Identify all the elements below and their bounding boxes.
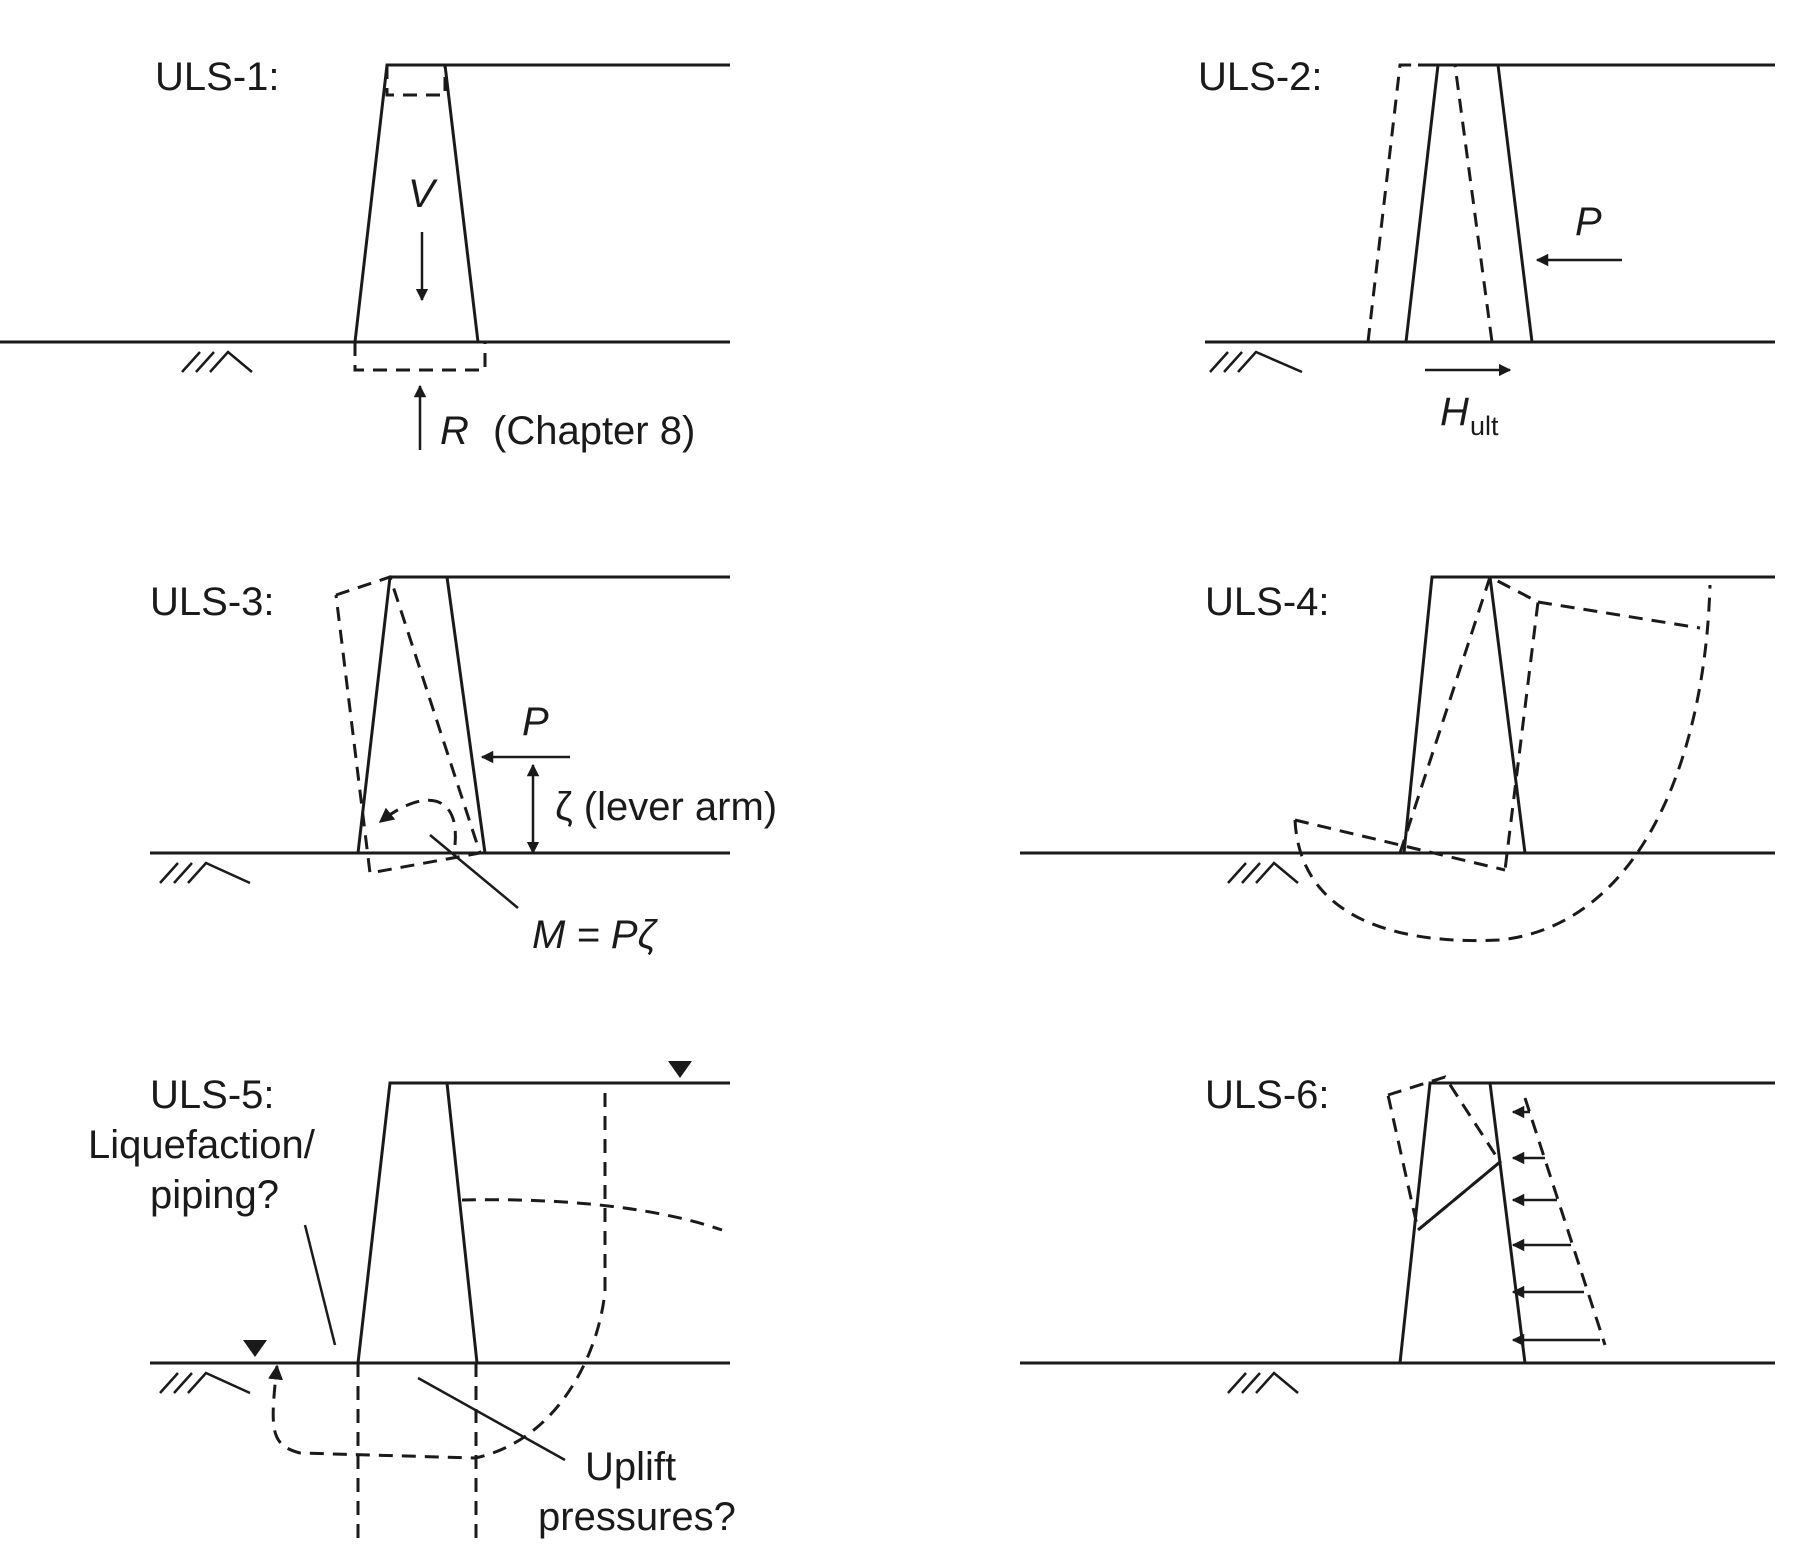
wall-outline [1402, 575, 1527, 854]
wall-top-displaced [385, 65, 447, 97]
lever-arm-label: ζ (lever arm) [555, 785, 777, 829]
uls-1-title: ULS-1: [155, 55, 280, 99]
uplift-note-line2: pressures? [538, 1495, 736, 1539]
slip-surface-base [1294, 818, 1506, 872]
wall-outline [356, 1081, 479, 1364]
ground-hatch-icon [1209, 350, 1303, 374]
uplift-note-line1: Uplift [585, 1445, 676, 1489]
v-label: V [408, 172, 438, 216]
panel-uls-4: ULS-4: [1020, 574, 1775, 943]
h-label: H [1440, 390, 1469, 434]
ground-hatch-icon [1227, 1371, 1299, 1394]
r-note: (Chapter 8) [493, 409, 695, 453]
ground-hatch-icon [159, 1371, 251, 1395]
ground-hatch-icon [159, 861, 251, 885]
p-label: P [1575, 200, 1602, 244]
water-table-icon [243, 1340, 267, 1357]
uls-5-title: ULS-5: [150, 1073, 275, 1117]
uls-2-title: ULS-2: [1198, 55, 1323, 99]
ground-hatch-icon [181, 350, 253, 373]
uplift-leader [417, 1376, 566, 1462]
wall-outline [1398, 1081, 1527, 1364]
moment-label: M = Pζ [532, 913, 659, 957]
p-label: P [522, 700, 549, 744]
wall-displaced-outline [1398, 574, 1540, 871]
panel-uls-1: ULS-1: V R (Chapter 8) [0, 55, 730, 453]
panel-uls-2: ULS-2: P H ult [1198, 55, 1775, 441]
panel-uls-5: ULS-5: Liquefaction/ piping? Uplift pres… [88, 1061, 736, 1540]
wall-displaced-outline [1366, 63, 1494, 343]
pressure-envelope [1523, 1097, 1607, 1346]
uls-6-title: ULS-6: [1205, 1073, 1330, 1117]
liquefaction-note-line2: piping? [150, 1173, 279, 1217]
ground-hatch-icon [1227, 861, 1299, 884]
moment-arc [378, 798, 457, 846]
water-table-icon [668, 1061, 692, 1078]
phreatic-surface [461, 1198, 723, 1232]
wall-rotated-outline [334, 575, 482, 875]
h-subscript: ult [1470, 411, 1499, 441]
liquefaction-note-line1: Liquefaction/ [88, 1123, 316, 1167]
uls-4-title: ULS-4: [1205, 580, 1330, 624]
wall-outline [356, 575, 487, 854]
liquefaction-leader [303, 1224, 337, 1346]
r-label: R [440, 409, 469, 453]
slip-surface-top [1537, 600, 1701, 630]
slip-surface-circle [1293, 584, 1712, 943]
wall-outline [1404, 63, 1534, 343]
uls-3-title: ULS-3: [150, 580, 275, 624]
arrow-icon [1511, 1105, 1600, 1347]
stem-failure-outline [1386, 1075, 1502, 1233]
wall-base-displaced [353, 342, 487, 372]
seepage-flow-line [268, 1093, 607, 1460]
panel-uls-3: ULS-3: P ζ (lever arm) M = Pζ [150, 575, 777, 957]
moment-leader [429, 834, 519, 909]
panel-uls-6: ULS-6: [1020, 1073, 1775, 1394]
